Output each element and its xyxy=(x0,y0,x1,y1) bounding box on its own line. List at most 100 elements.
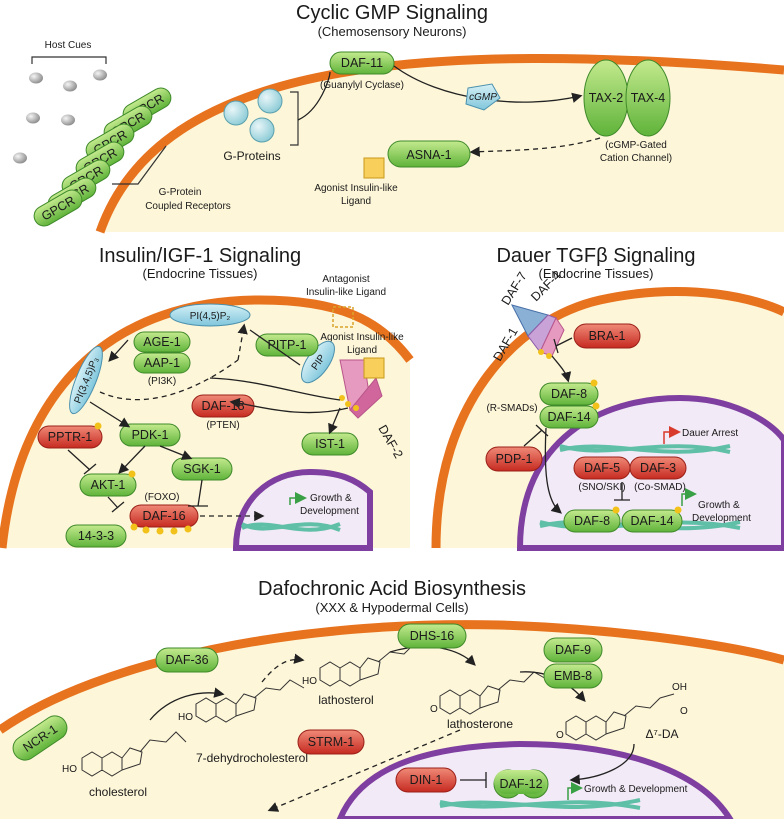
p1433-protein: 14-3-3 xyxy=(65,524,127,548)
pdp1-protein: PDP-1 xyxy=(485,446,543,472)
agonist-ins-caption: Ligand xyxy=(347,345,377,356)
da-title: Dafochronic Acid Biosynthesis xyxy=(258,578,526,600)
host-cue-molecules xyxy=(13,69,107,164)
strm1-protein: STRM-1 xyxy=(297,729,365,755)
svg-text:DAF-3: DAF-3 xyxy=(640,461,676,475)
gmp-membrane xyxy=(95,53,784,234)
svg-text:BRA-1: BRA-1 xyxy=(589,329,626,343)
tgf-growth-arrow xyxy=(681,488,697,506)
gmp-title: Cyclic GMP Signaling xyxy=(296,2,488,24)
daf12-protein: DAF-12 xyxy=(493,769,549,799)
steroid-rings xyxy=(81,643,675,777)
svg-text:TAX-4: TAX-4 xyxy=(631,91,666,105)
da-o-label: O xyxy=(680,706,688,717)
da-oh-label: HO xyxy=(62,764,77,775)
gproteins-bracket xyxy=(290,91,299,146)
svg-text:PITP-1: PITP-1 xyxy=(268,338,307,352)
svg-text:DAF-14: DAF-14 xyxy=(547,410,590,424)
tgf-subtitle: (Endocrine Tissues) xyxy=(539,266,654,281)
pdk1-protein: PDK-1 xyxy=(119,423,181,447)
insulin-subtitle: (Endocrine Tissues) xyxy=(143,266,258,281)
cosmad-caption: (Co-SMAD) xyxy=(634,482,686,493)
channel-caption: (cGMP-Gated xyxy=(605,140,667,151)
din1-protein: DIN-1 xyxy=(395,767,457,793)
tgf-title: Dauer TGFβ Signaling xyxy=(496,245,695,267)
bra1-inhibit xyxy=(553,337,573,354)
daf11-caption: (Guanylyl Cyclase) xyxy=(320,80,404,91)
foxo-caption: (FOXO) xyxy=(145,492,180,503)
daf5-protein: DAF-5 xyxy=(573,456,631,480)
tgf-growth-label: Development xyxy=(692,513,751,524)
tgf-membrane xyxy=(431,287,784,549)
smad-to-nucleus xyxy=(544,427,562,514)
emb8-protein: EMB-8 xyxy=(543,663,603,689)
antagonist-ligand xyxy=(332,306,354,328)
gpcr-caption: G-Protein xyxy=(159,187,202,198)
svg-text:AAP-1: AAP-1 xyxy=(144,356,180,370)
svg-text:PI(4,5)P₂: PI(4,5)P₂ xyxy=(190,311,231,322)
gpcr-caption: Coupled Receptors xyxy=(145,201,231,212)
insulin-arrows xyxy=(67,323,349,522)
da-dna xyxy=(439,798,641,810)
svg-text:DAF-14: DAF-14 xyxy=(630,514,673,528)
antagonist-caption: Antagonist xyxy=(322,274,369,285)
pitp1-protein: PITP-1 xyxy=(255,333,319,357)
da-growth-arrow xyxy=(567,782,583,800)
host-cues-label: Host Cues xyxy=(45,40,92,51)
insulin-title: Insulin/IGF-1 Signaling xyxy=(99,245,301,267)
svg-text:DAF-8: DAF-8 xyxy=(551,387,587,401)
svg-text:DAF-5: DAF-5 xyxy=(584,461,620,475)
svg-text:DHS-16: DHS-16 xyxy=(410,629,455,643)
svg-text:EMB-8: EMB-8 xyxy=(554,669,592,683)
insulin-growth-label: Growth & xyxy=(310,493,352,504)
svg-text:STRM-1: STRM-1 xyxy=(308,735,355,749)
antagonist-caption: Insulin-like Ligand xyxy=(306,287,386,298)
host-cues-bracket xyxy=(31,56,107,64)
svg-text:SGK-1: SGK-1 xyxy=(183,462,221,476)
tgf-dna-top xyxy=(559,444,731,454)
asna1-protein: ASNA-1 xyxy=(387,140,471,168)
da-subtitle: (XXX & Hypodermal Cells) xyxy=(315,600,468,615)
akt1-protein: AKT-1 xyxy=(79,470,137,497)
tgf-panel: Dauer TGFβ Signaling (Endocrine Tissues)… xyxy=(431,245,784,551)
svg-text:PDP-1: PDP-1 xyxy=(496,452,533,466)
da-panel: Dafochronic Acid Biosynthesis (XXX & Hyp… xyxy=(0,578,784,822)
agonist-ins-caption: Agonist Insulin-like xyxy=(320,332,404,343)
pptr1-protein: PPTR-1 xyxy=(37,422,103,449)
svg-text:DAF-8: DAF-8 xyxy=(574,514,610,528)
daf14-nuclear-protein: DAF-14 xyxy=(621,506,683,533)
dauer-arrest-label: Dauer Arrest xyxy=(682,428,738,439)
rsmads-caption: (R-SMADs) xyxy=(486,403,537,414)
age1-protein: AGE-1 xyxy=(133,331,191,353)
svg-text:PPTR-1: PPTR-1 xyxy=(48,430,93,444)
da-growth-label: Growth & Development xyxy=(584,784,688,795)
pi3k-caption: (PI3K) xyxy=(148,376,176,387)
svg-text:DAF-16: DAF-16 xyxy=(142,509,185,523)
daf11-protein: DAF-11 xyxy=(329,51,395,75)
pten-caption: (PTEN) xyxy=(206,420,239,431)
channel-caption: Cation Channel) xyxy=(600,153,672,164)
lathosterol-label: lathosterol xyxy=(318,693,373,707)
pi45p2-lipid: PI(4,5)P₂ xyxy=(169,303,251,327)
daf18-protein: DAF-18 xyxy=(191,394,255,418)
tax-to-asna1 xyxy=(469,137,601,157)
da-o-label: O xyxy=(556,730,564,741)
bra1-protein: BRA-1 xyxy=(573,323,641,349)
gproteins-to-daf11 xyxy=(297,71,331,121)
tax4-channel: TAX-4 xyxy=(625,59,671,137)
svg-text:PDK-1: PDK-1 xyxy=(132,428,169,442)
cholesterol-label: cholesterol xyxy=(89,785,147,799)
tgf-growth-label: Growth & xyxy=(698,500,740,511)
insulin-growth-label: Development xyxy=(300,506,359,517)
tax2-channel: TAX-2 xyxy=(583,59,629,137)
daf36-protein: DAF-36 xyxy=(155,647,219,673)
da-oh-label: HO xyxy=(302,676,317,687)
g-proteins xyxy=(223,88,283,143)
daf9-protein: DAF-9 xyxy=(543,637,603,663)
daf5-inhibit xyxy=(614,482,630,501)
svg-text:DAF-36: DAF-36 xyxy=(165,653,208,667)
daf16-protein: DAF-16 xyxy=(129,504,199,535)
da-o-label: O xyxy=(430,704,438,715)
daf14-protein: DAF-14 xyxy=(539,402,600,429)
